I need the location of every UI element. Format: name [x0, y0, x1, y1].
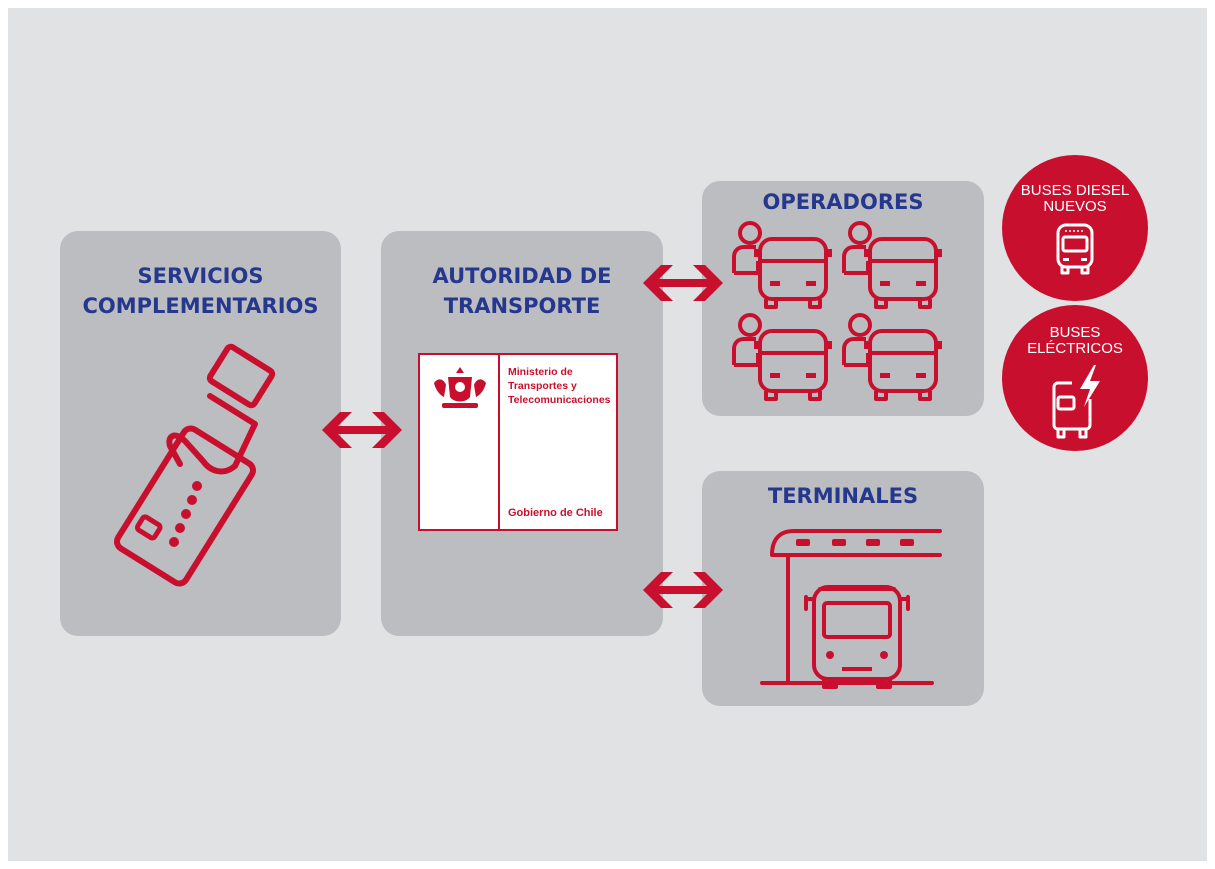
bus-terminal-icon	[754, 527, 942, 692]
panel-operadores: OPERADORES	[702, 181, 984, 416]
panel-title-autoridad: AUTORIDAD DE TRANSPORTE	[381, 261, 663, 321]
operator-with-bus-icon	[730, 221, 840, 311]
badge-line: BUSES	[1049, 324, 1101, 341]
panel-autoridad-de-transporte: AUTORIDAD DE TRANSPORTE Minister	[381, 231, 663, 636]
coat-of-arms-icon	[428, 363, 492, 415]
title-line: SERVICIOS	[137, 264, 264, 288]
title-line: COMPLEMENTARIOS	[82, 294, 319, 318]
panel-title-servicios: SERVICIOS COMPLEMENTARIOS	[60, 261, 341, 321]
badge-buses-diesel-nuevos: BUSES DIESEL NUEVOS	[1002, 155, 1148, 301]
badge-buses-electricos: BUSES ELÉCTRICOS	[1002, 305, 1148, 451]
double-arrow-icon	[643, 570, 723, 610]
operator-with-bus-icon	[840, 313, 950, 403]
operator-with-bus-icon	[730, 313, 840, 403]
ministry-name: Ministerio de Transportes y Telecomunica…	[508, 365, 611, 407]
diagram-canvas: SERVICIOS COMPLEMENTARIOS	[8, 8, 1207, 861]
badge-line: ELÉCTRICOS	[1027, 340, 1123, 357]
panel-title-operadores: OPERADORES	[762, 190, 924, 214]
hand-holding-card-icon	[114, 343, 295, 587]
badge-line: NUEVOS	[1043, 198, 1107, 215]
badge-label: BUSES DIESEL NUEVOS	[1002, 183, 1148, 215]
panel-servicios-complementarios: SERVICIOS COMPLEMENTARIOS	[60, 231, 341, 636]
logo-divider	[498, 355, 500, 529]
government-name: Gobierno de Chile	[508, 507, 603, 519]
title-line: AUTORIDAD DE	[432, 264, 612, 288]
badge-line: BUSES DIESEL	[1020, 182, 1130, 199]
title-line: TRANSPORTE	[443, 294, 601, 318]
panel-terminales: TERMINALES	[702, 471, 984, 706]
double-arrow-icon	[322, 410, 402, 450]
bus-front-icon	[1054, 221, 1096, 277]
ministry-logo: Ministerio de Transportes y Telecomunica…	[418, 353, 618, 531]
ministry-line: Ministerio de	[508, 366, 573, 378]
double-arrow-icon	[643, 263, 723, 303]
panel-title-terminales: TERMINALES	[767, 484, 919, 508]
electric-bus-icon	[1050, 363, 1104, 441]
badge-label: BUSES ELÉCTRICOS	[1002, 325, 1148, 357]
operator-with-bus-icon	[840, 221, 950, 311]
ministry-line: Transportes y	[508, 380, 577, 392]
ministry-line: Telecomunicaciones	[508, 394, 611, 406]
